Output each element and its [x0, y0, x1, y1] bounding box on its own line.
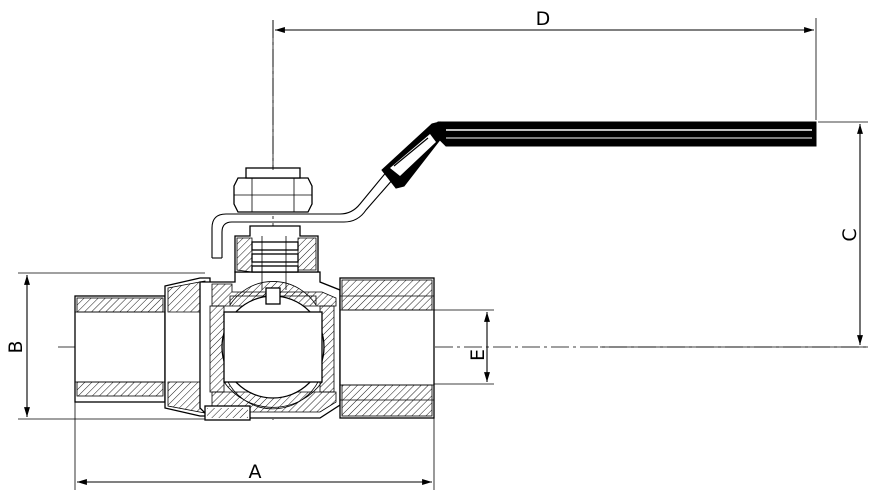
dimension-e: E [434, 309, 494, 385]
dimension-b: B [5, 272, 205, 420]
dimension-d: D [272, 8, 817, 170]
dimension-d-label: D [536, 8, 551, 30]
dimension-c: C [600, 121, 868, 348]
dimension-c-label: C [839, 228, 861, 241]
dimension-a-label: A [249, 461, 262, 483]
handle [211, 121, 817, 259]
male-threaded-end [74, 277, 211, 417]
female-threaded-end [339, 277, 435, 419]
ball [221, 281, 325, 410]
dimension-e-label: E [467, 349, 489, 361]
stem-bonnet [233, 167, 319, 290]
dimension-b-label: B [5, 340, 27, 353]
dimension-a: A [74, 402, 435, 490]
